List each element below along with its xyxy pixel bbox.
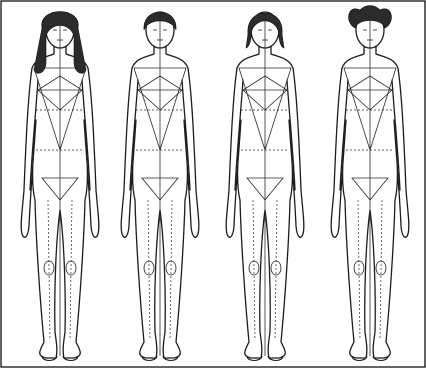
- figures-group: [21, 6, 409, 361]
- left-arm-contour: [30, 80, 38, 190]
- right-leg-guide: [170, 200, 172, 340]
- left-arm-contour: [235, 80, 243, 190]
- left-leg-guide: [48, 200, 50, 340]
- right-arm-contour: [82, 80, 90, 190]
- figure-4: [331, 6, 409, 361]
- left-leg-guide: [253, 200, 255, 340]
- right-leg-guide: [70, 200, 72, 340]
- right-leg-guide: [275, 200, 277, 340]
- right-leg-guide: [380, 200, 382, 340]
- right-arm-contour: [392, 80, 400, 190]
- left-arm-contour: [130, 80, 138, 190]
- figure-1: [21, 12, 99, 361]
- right-arm-contour: [287, 80, 295, 190]
- figure-2: [121, 12, 199, 361]
- right-arm-contour: [182, 80, 190, 190]
- left-arm-contour: [340, 80, 348, 190]
- figure-3: [226, 12, 304, 361]
- left-leg-guide: [358, 200, 360, 340]
- left-leg-guide: [148, 200, 150, 340]
